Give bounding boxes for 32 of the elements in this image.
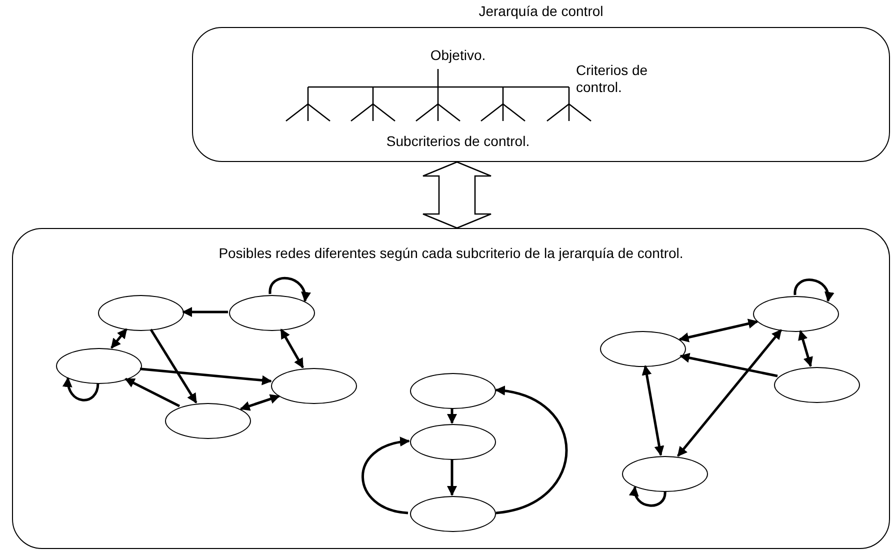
arrow — [676, 329, 782, 457]
arrow — [280, 328, 304, 368]
double-block-arrow — [422, 161, 492, 229]
ellipse-node — [271, 368, 357, 404]
subcriteria-label: Subcriterios de control. — [385, 133, 531, 150]
arrow — [110, 328, 128, 349]
panel-title: Posibles redes diferentes según cada subcriterio de la jerarquía de control. — [218, 245, 684, 262]
arrow — [182, 307, 228, 317]
criteria-label: Criterios de control. — [576, 62, 649, 96]
network-panel — [12, 228, 890, 549]
goal-label: Objetivo. — [429, 47, 487, 64]
ellipse-node — [165, 403, 251, 439]
arrow — [798, 330, 813, 368]
self-loop-arrow — [268, 277, 310, 302]
arrow — [678, 318, 758, 342]
arrow — [150, 328, 198, 404]
arrow — [447, 459, 457, 496]
arrow — [495, 386, 568, 514]
arrow — [447, 408, 457, 424]
arrow — [140, 368, 272, 386]
self-loop-arrow — [630, 486, 666, 507]
self-loop-arrow — [794, 278, 834, 302]
ellipse-node — [753, 296, 839, 332]
panel-heading: Jerarquía de control — [478, 3, 604, 20]
ellipse-node — [774, 367, 860, 403]
arrow — [124, 378, 180, 408]
arrow — [362, 437, 410, 514]
self-loop-arrow — [63, 377, 100, 402]
arrow — [680, 352, 778, 378]
ellipse-node — [600, 331, 686, 367]
arrow — [240, 394, 280, 411]
arrow — [642, 365, 664, 456]
